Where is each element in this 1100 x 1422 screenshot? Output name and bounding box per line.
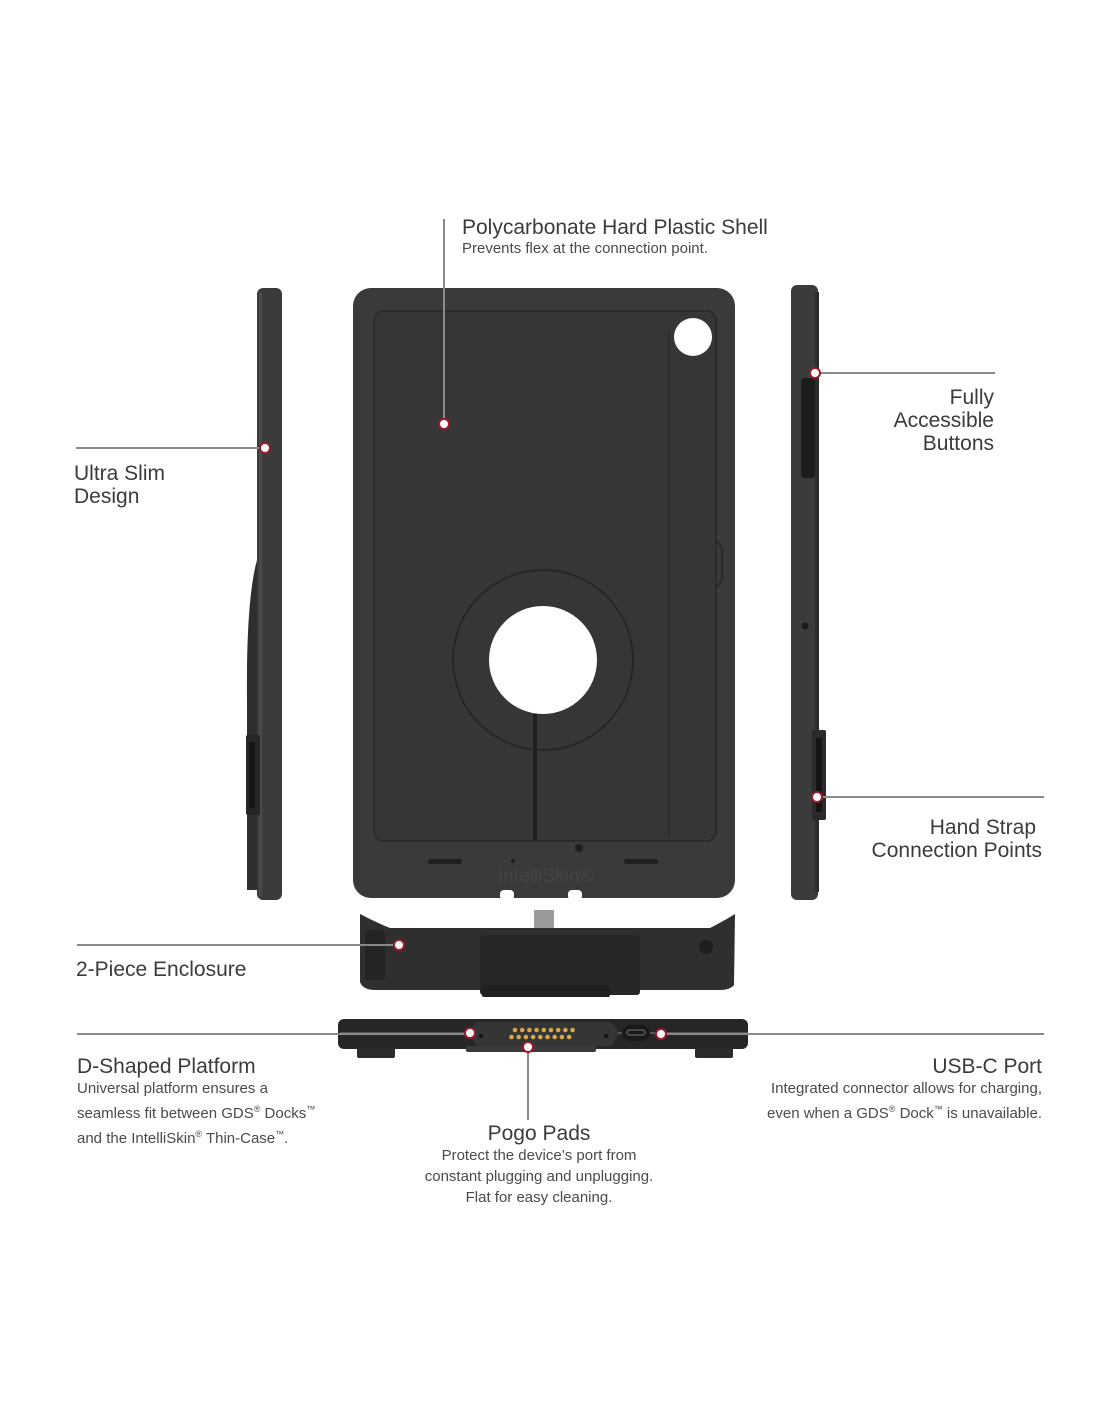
pogo-pin [519, 1027, 525, 1033]
leader-line-enclosure [77, 944, 395, 946]
callout-shell-title: Polycarbonate Hard Plastic Shell [462, 216, 768, 239]
marker-strap[interactable] [811, 791, 823, 803]
registered-mark: ® [195, 1129, 203, 1139]
callout-pogo: Pogo Pads Protect the device’s port from… [388, 1122, 690, 1208]
pogo-pin [541, 1027, 547, 1033]
callout-platform-desc-line1: Universal platform ensures a [77, 1080, 268, 1097]
callout-buttons-title-line2: Accessible [893, 409, 994, 432]
callout-slim: Ultra Slim Design [74, 462, 165, 508]
intelliskin-logo: IntelliSkin® [498, 866, 593, 887]
pogo-pin [512, 1027, 518, 1033]
marker-slim[interactable] [259, 442, 271, 454]
pogo-pin [563, 1027, 568, 1033]
callout-platform: D-Shaped Platform Universal platform ens… [77, 1055, 315, 1149]
case-left-profile [246, 288, 282, 900]
text-segment: . [284, 1130, 289, 1147]
text-segment: Thin-Case [202, 1130, 276, 1147]
callout-slim-title-line2: Design [74, 485, 140, 508]
callout-buttons-title-line1: Fully [949, 386, 994, 409]
leader-line-buttons [818, 372, 995, 374]
leader-line-shell [443, 219, 445, 423]
callout-pogo-desc-line3: Flat for easy cleaning. [465, 1189, 613, 1206]
pogo-pin [523, 1034, 529, 1040]
callout-usbc-desc-line1: Integrated connector allows for charging… [771, 1080, 1042, 1097]
mount-cutout [489, 606, 597, 714]
text-segment: even when a GDS [767, 1105, 889, 1122]
leader-line-usbc [664, 1033, 1044, 1035]
case-right-profile [791, 285, 826, 900]
marker-pogo[interactable] [522, 1041, 534, 1053]
marker-shell[interactable] [438, 418, 450, 430]
callout-usbc-title: USB-C Port [932, 1055, 1042, 1078]
text-segment: and the IntelliSkin [77, 1130, 196, 1147]
camera-cutout [674, 318, 712, 356]
pogo-pin [534, 1027, 539, 1033]
pogo-pin [538, 1034, 543, 1040]
leader-line-slim [76, 447, 261, 449]
callout-shell: Polycarbonate Hard Plastic Shell Prevent… [462, 216, 768, 259]
trademark-mark: ™ [275, 1129, 285, 1139]
callout-usbc: USB-C Port Integrated connector allows f… [767, 1055, 1042, 1124]
pogo-pin [516, 1034, 521, 1040]
callout-usbc-desc-line2: even when a GDS® Dock™ is unavailable. [767, 1099, 1042, 1124]
marker-buttons[interactable] [809, 367, 821, 379]
pogo-pin [552, 1034, 557, 1040]
registered-mark: ® [253, 1104, 261, 1114]
pogo-pin [559, 1034, 565, 1040]
pogo-pin [527, 1027, 532, 1033]
callout-pogo-desc-line1: Protect the device’s port from [441, 1147, 637, 1164]
pogo-pin [555, 1027, 561, 1033]
text-segment: Docks [260, 1105, 307, 1122]
pogo-pin [548, 1027, 554, 1033]
pogo-pad-pins [509, 1027, 575, 1040]
trademark-mark: ™ [933, 1104, 943, 1114]
callout-enclosure-title: 2-Piece Enclosure [76, 958, 247, 981]
text-segment: is unavailable. [942, 1105, 1042, 1122]
leader-line-platform [77, 1033, 467, 1035]
trademark-mark: ™ [306, 1104, 316, 1114]
leader-line-pogo [527, 1050, 529, 1120]
callout-pogo-desc-line2: constant plugging and unplugging. [424, 1168, 654, 1185]
callout-slim-title-line1: Ultra Slim [74, 462, 166, 485]
callout-platform-title: D-Shaped Platform [77, 1055, 256, 1078]
d-shaped-platform [338, 1019, 748, 1058]
registered-mark: ® [888, 1104, 896, 1114]
callout-platform-desc-line3: and the IntelliSkin® Thin-Case™. [77, 1124, 315, 1149]
pogo-pin [530, 1034, 536, 1040]
pogo-pin [570, 1027, 575, 1033]
callout-pogo-title: Pogo Pads [487, 1122, 591, 1145]
pogo-pin [566, 1034, 572, 1040]
text-segment: Dock [895, 1105, 934, 1122]
marker-platform[interactable] [464, 1027, 476, 1039]
pogo-pin [545, 1034, 550, 1040]
enclosure-bottom-piece [360, 910, 735, 997]
marker-enclosure[interactable] [393, 939, 405, 951]
callout-buttons: Fully Accessible Buttons [894, 386, 994, 455]
callout-strap: Hand Strap Connection Points [872, 816, 1042, 862]
marker-usbc[interactable] [655, 1028, 667, 1040]
text-segment: seamless fit between GDS [77, 1105, 254, 1122]
callout-strap-title-line1: Hand Strap [929, 816, 1036, 839]
pogo-pin [509, 1034, 514, 1040]
callout-strap-title-line2: Connection Points [871, 839, 1042, 862]
case-back-shell: IntelliSkin® [353, 288, 735, 900]
callout-shell-desc: Prevents flex at the connection point. [462, 240, 708, 257]
callout-enclosure: 2-Piece Enclosure [76, 958, 246, 981]
callout-buttons-title-line3: Buttons [922, 432, 994, 455]
callout-platform-desc-line2: seamless fit between GDS® Docks™ [77, 1099, 315, 1124]
usb-c-port [622, 1025, 650, 1041]
leader-line-strap [820, 796, 1044, 798]
